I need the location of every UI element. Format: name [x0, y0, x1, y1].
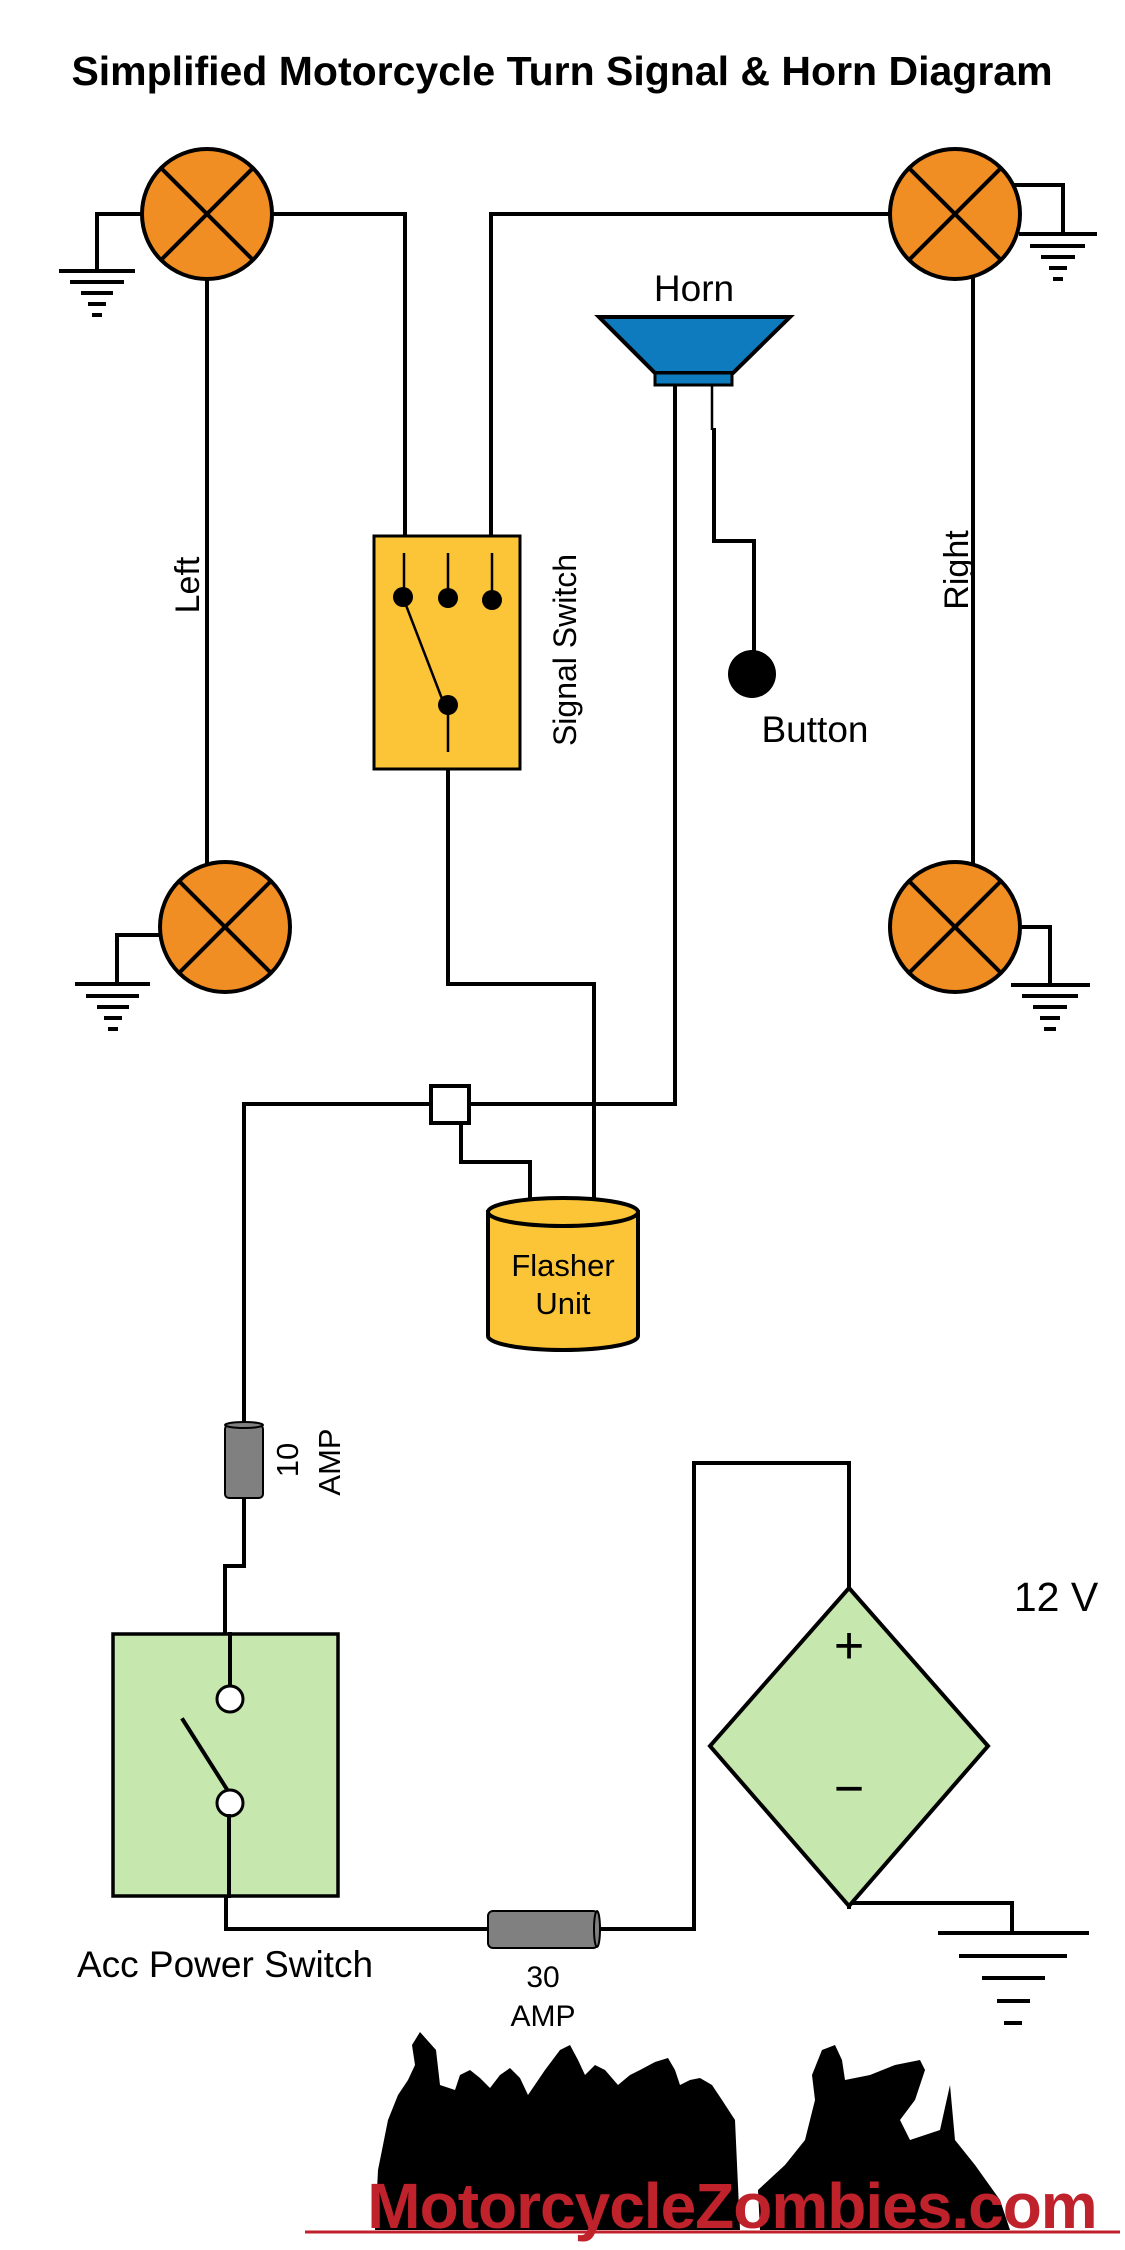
fuse-10-label-line2: AMP	[312, 1428, 347, 1495]
fuse-30-label-line2: AMP	[510, 2000, 575, 2033]
switch-contact-center	[438, 588, 458, 608]
battery-voltage-label: 12 V	[1014, 1574, 1099, 1620]
acc-switch-body[interactable]	[111, 1632, 340, 1898]
battery-12v[interactable]: + −	[707, 1584, 991, 1910]
lamps	[140, 147, 1022, 994]
wire-battery-to-ground	[847, 1901, 1014, 1935]
wire-horn-to-button	[712, 428, 756, 657]
horn-label: Horn	[654, 268, 734, 309]
wire-right-lamp-to-switch	[489, 212, 893, 538]
horn[interactable]	[594, 315, 795, 387]
horn-cone	[594, 315, 795, 375]
acc-contact-bottom	[215, 1788, 245, 1818]
wire-main-fuse-to-battery	[598, 1461, 851, 1931]
lamp-front-right	[888, 147, 1022, 281]
button-label: Button	[762, 709, 869, 750]
switch-contact-left	[393, 587, 413, 607]
horn-button[interactable]	[728, 650, 776, 698]
lamp-rear-right	[888, 860, 1022, 994]
acc-power-switch[interactable]	[111, 1632, 340, 1898]
signal-switch[interactable]	[372, 534, 522, 771]
acc-lever	[180, 1717, 231, 1794]
ground-front-right	[1012, 183, 1097, 281]
flasher-label-line1: Flasher	[511, 1248, 614, 1283]
zombie-silhouette-icon	[375, 2032, 1010, 2230]
acc-contact-top	[215, 1684, 245, 1714]
ground-rear-right	[1011, 925, 1090, 1031]
ground-battery	[938, 1931, 1089, 2025]
logo-text: MotorcycleZombies.com	[367, 2170, 1096, 2242]
wire-horn-to-junction	[467, 383, 677, 1106]
signal-switch-label: Signal Switch	[547, 554, 583, 746]
wire-junction-to-flasher	[459, 1121, 532, 1202]
fuse-10-label-line1: 10	[270, 1443, 305, 1477]
horn-base	[653, 371, 734, 387]
wire-junction-to-fuse	[242, 1102, 432, 1426]
switch-contact-right	[482, 590, 502, 610]
logo: MotorcycleZombies.com	[305, 2032, 1120, 2242]
flasher-label-line2: Unit	[535, 1286, 591, 1321]
right-label: Right	[938, 530, 976, 610]
switch-lever	[402, 599, 446, 705]
battery-plus-sign: +	[834, 1617, 864, 1675]
wire-left-lamp-to-switch	[271, 212, 407, 538]
diagram-title: Simplified Motorcycle Turn Signal & Horn…	[71, 48, 1052, 94]
ground-rear-left	[75, 933, 161, 1031]
wires	[205, 212, 1014, 1935]
lamp-rear-left	[158, 860, 292, 994]
ground-front-left	[59, 212, 143, 317]
fuse-30-amp[interactable]	[487, 1910, 601, 1949]
fuse-10-amp[interactable]	[224, 1421, 264, 1499]
left-label: Left	[169, 556, 207, 613]
battery-minus-sign: −	[834, 1760, 864, 1818]
wire-fuse-to-acc-switch	[223, 1496, 246, 1635]
flasher-unit[interactable]: Flasher Unit	[486, 1196, 640, 1352]
wire-acc-switch-to-main-fuse	[224, 1894, 489, 1931]
acc-switch-label: Acc Power Switch	[77, 1944, 373, 1985]
wire-switch-to-flasher	[446, 767, 596, 1202]
junction-box	[429, 1084, 471, 1125]
fuse-30-label-line1: 30	[526, 1961, 559, 1994]
lamp-front-left	[140, 147, 274, 281]
